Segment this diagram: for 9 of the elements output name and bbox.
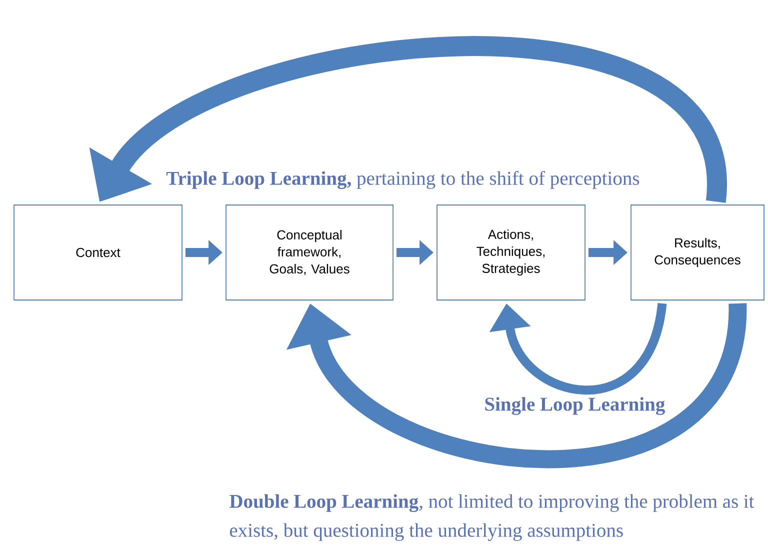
edge-label: Double Loop Learning, not limited to improving the problem as it exists, but questioning the underlying assumptions — [228, 493, 756, 542]
process-box: Context — [14, 204, 182, 300]
process-box: Actions, Techniques, Strategies — [436, 204, 586, 300]
arrow — [489, 302, 667, 395]
edge-label: Triple Loop Learning, pertaining to the shift of perceptions — [165, 170, 641, 190]
process-box: Conceptual framework, Goals, Values — [226, 204, 394, 300]
arrow — [286, 302, 747, 468]
edge-label: Single Loop Learning — [483, 396, 666, 416]
process-box: Results, Consequences — [630, 204, 764, 300]
